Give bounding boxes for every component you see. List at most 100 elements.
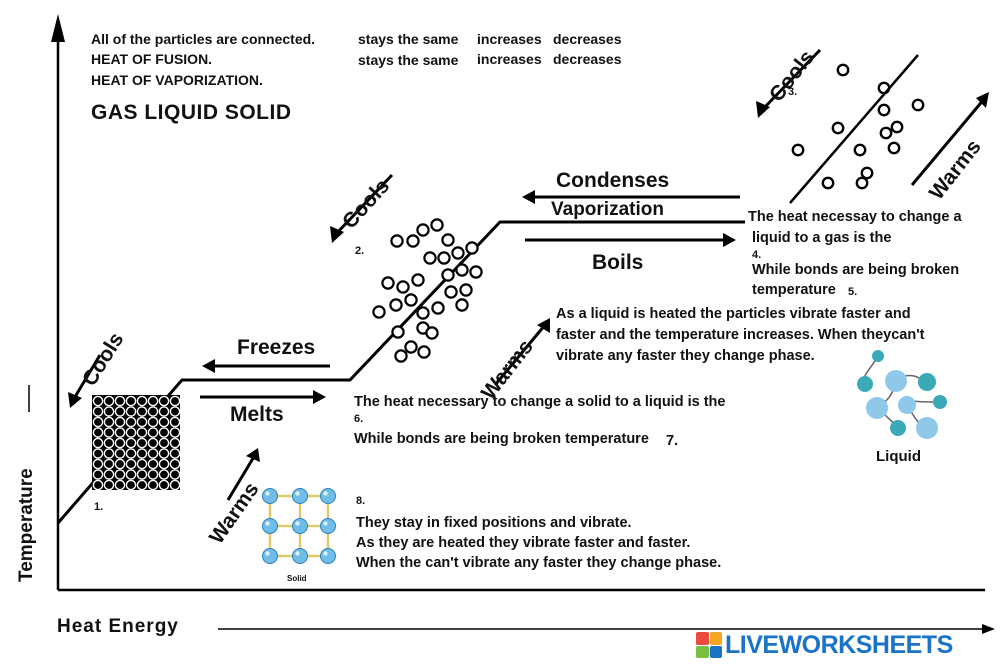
- vap-heat-text: The heat necessay to change a: [748, 209, 962, 225]
- solid-particle: [114, 427, 126, 438]
- solid-particle: [147, 469, 159, 480]
- solid-particle: [136, 437, 148, 449]
- solid-particle: [169, 406, 181, 417]
- vap-temp-text: temperature: [752, 282, 836, 298]
- bank-states[interactable]: GAS LIQUID SOLID: [91, 101, 292, 124]
- warms-arrow-3: [910, 97, 987, 186]
- lattice-particle: [292, 548, 308, 564]
- liquid-particle: [431, 301, 445, 315]
- solid-particle: [103, 437, 115, 449]
- bank-option-stays-2[interactable]: stays the same: [358, 52, 459, 68]
- gas-particle: [890, 120, 904, 134]
- blank-6[interactable]: 6.: [354, 413, 364, 425]
- vaporization-label: Vaporization: [551, 199, 664, 220]
- liquid-particle: [459, 283, 473, 297]
- solid-particle: [114, 448, 126, 459]
- liquid-particle: [444, 285, 458, 299]
- solid-particle: [158, 395, 170, 407]
- gas-particle: [911, 98, 925, 112]
- solid-particle: [136, 479, 148, 491]
- liquid-particle: [416, 223, 430, 237]
- solid-particle: [147, 406, 159, 417]
- solid-caption: Solid: [287, 574, 307, 583]
- gas-particle: [853, 143, 867, 157]
- solid-particle: [125, 406, 137, 417]
- blank-3[interactable]: 3.: [788, 86, 798, 98]
- blank-7[interactable]: 7.: [666, 433, 679, 449]
- solid-particle: [136, 469, 148, 480]
- solid-particle: [158, 458, 170, 470]
- liquid-particle: [430, 218, 444, 232]
- solid-particle: [114, 416, 126, 428]
- liquid-particle: [423, 251, 437, 265]
- solid-particle: [158, 437, 170, 449]
- liquid-particle: [416, 306, 430, 320]
- solid-particle: [103, 395, 115, 407]
- solid-particle: [114, 395, 126, 407]
- fusion-heat-text: The heat necessary to change a solid to …: [354, 394, 726, 410]
- solid-particle: [92, 395, 104, 407]
- solid-particle: [125, 469, 137, 480]
- bank-option-decreases-1[interactable]: decreases: [553, 31, 622, 47]
- gas-boundary-line: [789, 54, 919, 204]
- liquid-particle: [391, 325, 405, 339]
- solid-particle: [125, 448, 137, 459]
- solid-particle: [103, 469, 115, 480]
- lattice-particle-highlight: [295, 551, 300, 556]
- x-axis-label: Heat Energy: [57, 616, 179, 637]
- liquid-particle: [404, 340, 418, 354]
- solid-particle: [92, 437, 104, 449]
- liquid-heating-line-3: vibrate any faster they change phase.: [556, 348, 815, 364]
- blank-5[interactable]: 5.: [848, 286, 858, 298]
- lattice-particle-highlight: [295, 521, 300, 526]
- solid-particle: [169, 479, 181, 491]
- gas-particle: [821, 176, 835, 190]
- blank-8[interactable]: 8.: [356, 495, 366, 507]
- liquid-heating-line-1: As a liquid is heated the particles vibr…: [556, 306, 911, 322]
- liquid-particle: [425, 326, 439, 340]
- gas-particle: [877, 103, 891, 117]
- y-axis-label: Temperature: [16, 468, 37, 582]
- lattice-particle-highlight: [295, 491, 300, 496]
- freezes-label: Freezes: [237, 336, 316, 359]
- warms-arrow-2: [493, 324, 547, 386]
- bank-option-increases-1[interactable]: increases: [477, 31, 542, 47]
- solid-particle: [147, 479, 159, 491]
- blank-2[interactable]: 2.: [355, 245, 365, 257]
- liveworksheets-logo-text: LIVEWORKSHEETS: [725, 630, 953, 659]
- blank-4[interactable]: 4.: [752, 249, 762, 261]
- solid-particle: [136, 395, 148, 407]
- gas-particles: [791, 63, 925, 190]
- gas-particle: [791, 143, 805, 157]
- solid-particle: [169, 427, 181, 438]
- blank-1[interactable]: 1.: [94, 501, 104, 513]
- solid-particle: [114, 406, 126, 417]
- solid-particle: [92, 458, 104, 470]
- cools-arrow-2: [333, 173, 394, 237]
- lattice-particle: [292, 518, 308, 534]
- solid-particle: [92, 479, 104, 491]
- liveworksheets-logo: LIVEWORKSHEETS: [696, 630, 953, 660]
- melts-label: Melts: [230, 403, 284, 426]
- bank-option-decreases-2[interactable]: decreases: [553, 51, 622, 67]
- solid-text-1: They stay in fixed positions and vibrate…: [356, 515, 632, 531]
- solid-particle: [103, 406, 115, 417]
- bank-option-stays-1[interactable]: stays the same: [358, 31, 459, 47]
- y-axis-arrowhead: [51, 14, 65, 42]
- solid-particle: [169, 458, 181, 470]
- solid-particle: [92, 469, 104, 480]
- solid-particle: [92, 416, 104, 428]
- solid-particle: [103, 427, 115, 438]
- bank-option-increases-2[interactable]: increases: [477, 51, 542, 67]
- fusion-bonds-text: While bonds are being broken temperature: [354, 431, 649, 447]
- solid-particle: [103, 448, 115, 459]
- liquid-particle: [381, 276, 395, 290]
- bank-prompt-vaporization: HEAT OF VAPORIZATION.: [91, 72, 263, 88]
- solid-lattice-illustration: [262, 488, 336, 564]
- solid-particle: [147, 458, 159, 470]
- solid-particle: [169, 448, 181, 459]
- liquid-molecule-illustration: [857, 350, 947, 439]
- solid-particle: [158, 427, 170, 438]
- lattice-particle-highlight: [265, 551, 270, 556]
